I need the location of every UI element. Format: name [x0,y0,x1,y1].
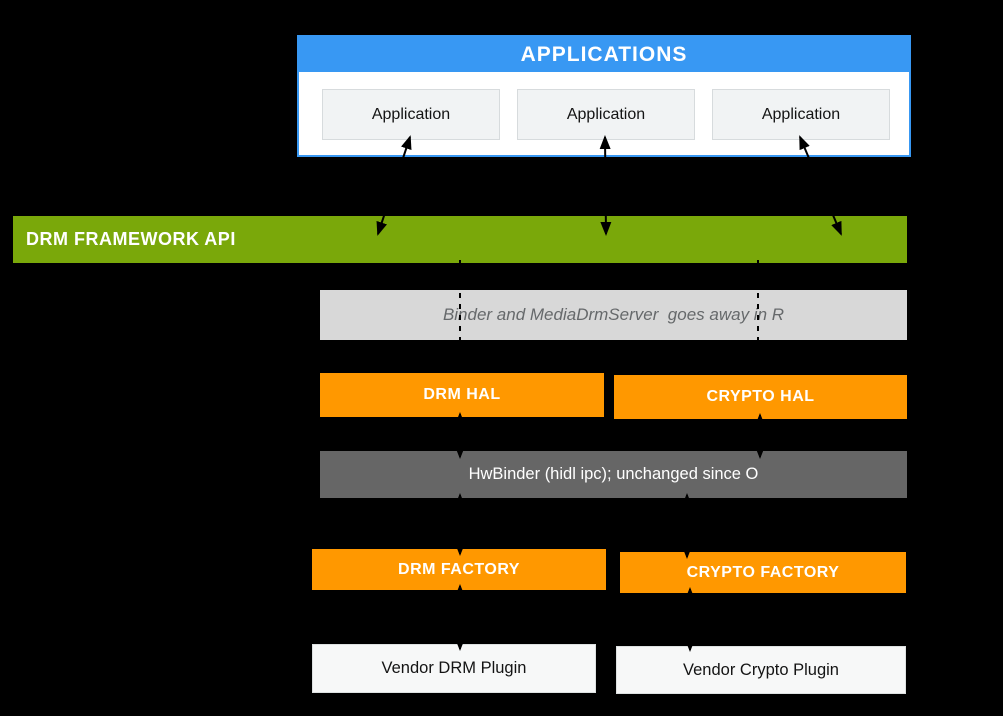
crypto-factory-label: CRYPTO FACTORY [686,563,840,581]
vendor-crypto-plugin-box: Vendor Crypto Plugin [616,646,906,694]
drm-framework-api-bar: DRM FRAMEWORK API [13,216,907,263]
vendor-drm-plugin-label: Vendor DRM Plugin [381,659,527,677]
binder-note-bar: Binder and MediaDrmServer goes away in R [320,290,907,340]
applications-header: APPLICATIONS [299,37,909,72]
hwbinder-bar: HwBinder (hidl ipc); unchanged since O [320,451,907,498]
crypto-hal-box: CRYPTO HAL [614,375,907,419]
application-box-3: Application [712,89,890,140]
crypto-factory-box: CRYPTO FACTORY [620,552,906,593]
drm-hal-label: DRM HAL [423,386,501,403]
application-box-2: Application [517,89,695,140]
vendor-crypto-plugin-label: Vendor Crypto Plugin [683,660,839,679]
hwbinder-label: HwBinder (hidl ipc); unchanged since O [468,465,759,483]
application-box-1: Application [322,89,500,140]
drm-factory-label: DRM FACTORY [398,560,520,578]
vendor-drm-plugin-box: Vendor DRM Plugin [312,644,596,693]
drm-factory-box: DRM FACTORY [312,549,606,590]
drm-framework-api-label: DRM FRAMEWORK API [26,229,236,249]
binder-note-label: Binder and MediaDrmServer goes away in R [442,305,785,324]
drm-hal-box: DRM HAL [320,373,604,417]
crypto-hal-label: CRYPTO HAL [706,388,815,405]
applications-panel: APPLICATIONS Application Application App… [297,35,911,157]
